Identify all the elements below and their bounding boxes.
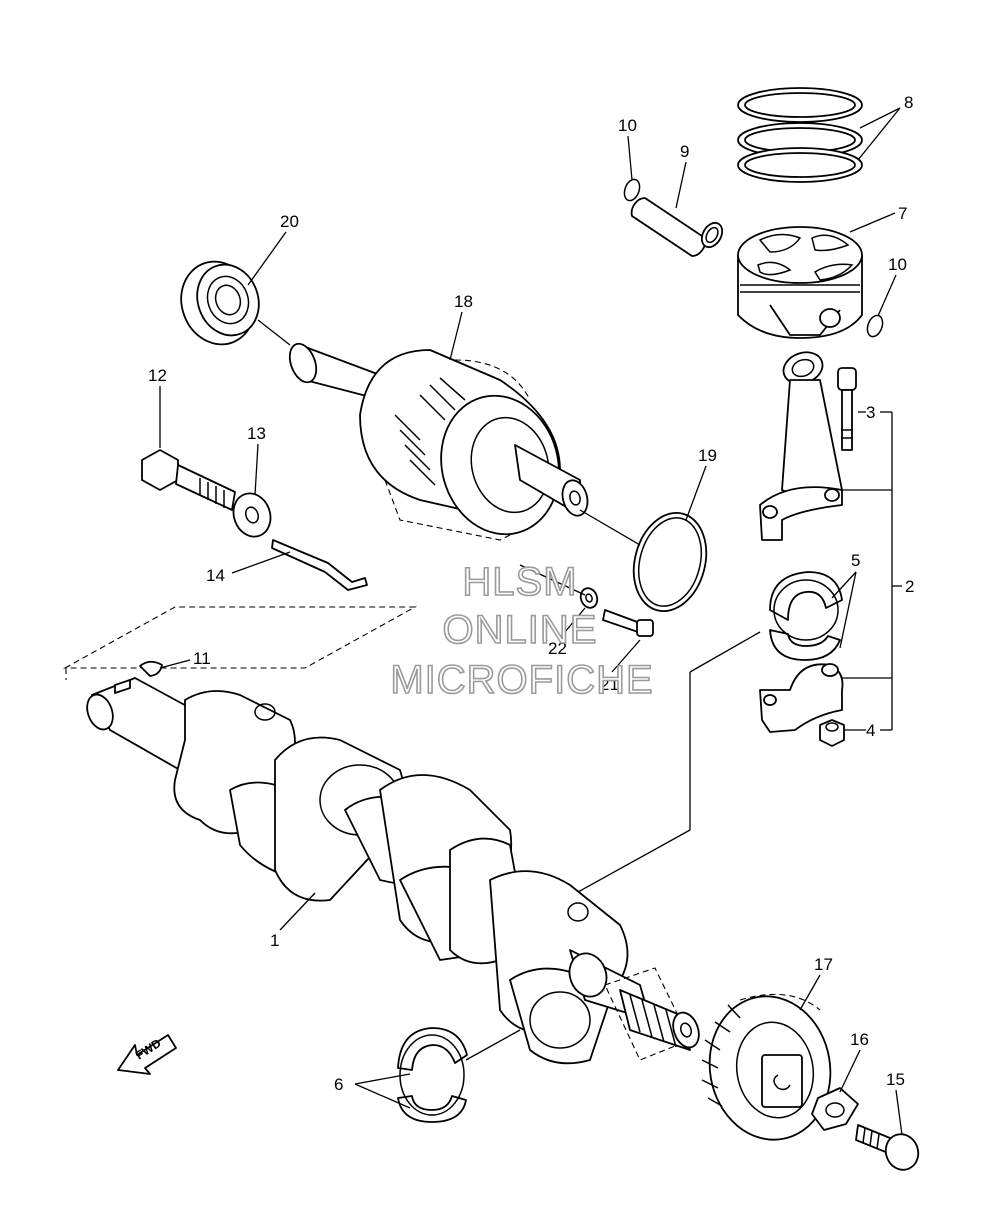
callout-22: 22 [548,639,567,658]
rotor-bolt [141,449,236,511]
forward-arrow: FWD [117,1034,177,1075]
callout-18: 18 [454,292,473,311]
watermark-line-3: MICROFICHE [390,658,653,702]
reference-lines [62,606,418,680]
callout-15: 15 [886,1070,905,1089]
callout-7: 7 [898,204,907,223]
bearing [180,260,260,346]
crankshaft [86,677,700,1065]
callout-1: 1 [270,931,279,950]
connecting-rod [759,351,843,541]
rotor-fins [394,377,466,486]
gear-bolt [855,1124,920,1171]
callout-12: 12 [148,366,167,385]
main-bearings [397,1027,468,1123]
callout-21: 21 [600,675,619,694]
leader-lines [159,107,903,1136]
callout-6: 6 [334,1075,343,1094]
piston-pin-clip-right [866,314,884,338]
generator-rotor [288,342,589,541]
callout-4: 4 [866,721,875,740]
connecting-rod-cap [759,663,844,733]
callout-20: 20 [280,212,299,231]
watermark-line-2: ONLINE [443,608,598,652]
watermark: HLSM ONLINE MICROFICHE [390,559,654,703]
small-washer [579,587,599,609]
big-end-bearings [769,571,843,661]
piston [737,226,863,339]
plate-washer [811,1087,859,1131]
piston-pin-clip-top [623,178,641,202]
o-ring [632,511,708,613]
con-rod-bolt [837,367,857,451]
callout-9: 9 [680,142,689,161]
callout-8: 8 [904,93,913,112]
callout-16: 16 [850,1030,869,1049]
callout-5: 5 [851,551,860,570]
callout-10-right: 10 [888,255,907,274]
callout-2: 2 [905,577,914,596]
callout-14: 14 [206,566,225,585]
piston-rings [737,87,863,183]
con-rod-nut [819,719,845,747]
watermark-line-1: HLSM [462,560,577,604]
callout-13: 13 [247,424,266,443]
small-bolt [602,609,654,637]
callout-3: 3 [866,403,875,422]
piston-pin [630,197,724,257]
callout-labels: 8 9 10 7 10 3 2 5 4 18 20 19 12 13 14 11… [148,93,914,1094]
woodruff-key [139,660,163,677]
callout-19: 19 [698,446,717,465]
callout-17: 17 [814,955,833,974]
drive-gear [701,993,832,1141]
callout-10-top: 10 [618,116,637,135]
washer [232,492,272,538]
shaft-key [271,539,368,591]
callout-11: 11 [193,649,211,668]
